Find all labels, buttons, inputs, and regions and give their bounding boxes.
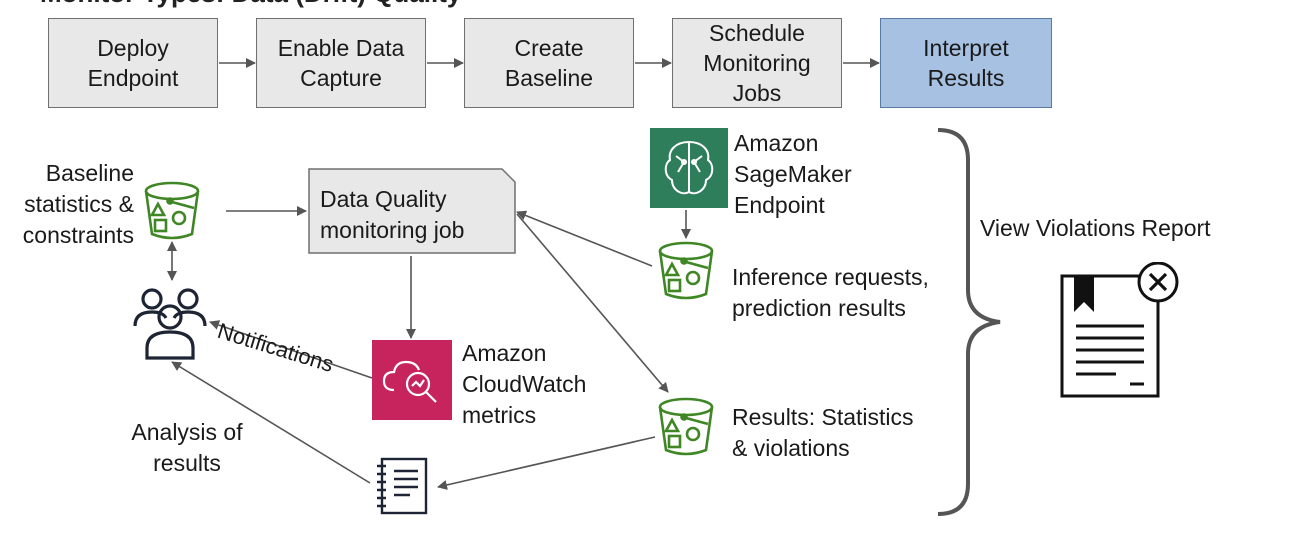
notebook-icon xyxy=(377,457,428,515)
notifications-label: Notifications xyxy=(214,318,337,377)
page-title: Monitor Types: Data (Drift) Quality xyxy=(40,0,461,9)
results-label: Results: Statistics & violations xyxy=(732,404,914,461)
results-to-notebook-arrow xyxy=(437,436,656,490)
inference-label: Inference requests, prediction results xyxy=(732,264,929,321)
view-violations-label: View Violations Report xyxy=(980,215,1211,241)
step-enable-data-capture: Enable Data Capture xyxy=(256,18,426,108)
step-interpret-results: Interpret Results xyxy=(880,18,1052,108)
sagemaker-icon xyxy=(650,128,728,208)
s3-bucket-icon xyxy=(144,181,200,240)
curly-brace xyxy=(937,128,1001,516)
data-quality-job-box: Data Quality monitoring job xyxy=(308,168,516,254)
s3-bucket-icon xyxy=(658,397,714,456)
violation-report-icon xyxy=(1060,262,1179,398)
step-schedule-monitoring-jobs: Schedule Monitoring Jobs xyxy=(672,18,842,108)
inference-to-job-arrow xyxy=(516,210,653,267)
step-deploy-endpoint: Deploy Endpoint xyxy=(48,18,218,108)
analysis-label: Analysis of results xyxy=(131,419,243,476)
sagemaker-label: Amazon SageMaker Endpoint xyxy=(734,130,852,218)
step-create-baseline: Create Baseline xyxy=(464,18,634,108)
cloudwatch-label: Amazon CloudWatch metrics xyxy=(462,340,587,428)
users-icon xyxy=(133,288,207,360)
job-label: Data Quality monitoring job xyxy=(320,186,465,243)
baseline-label: Baseline statistics & constraints xyxy=(22,160,134,248)
cloudwatch-icon xyxy=(372,340,452,420)
s3-bucket-icon xyxy=(658,241,714,300)
